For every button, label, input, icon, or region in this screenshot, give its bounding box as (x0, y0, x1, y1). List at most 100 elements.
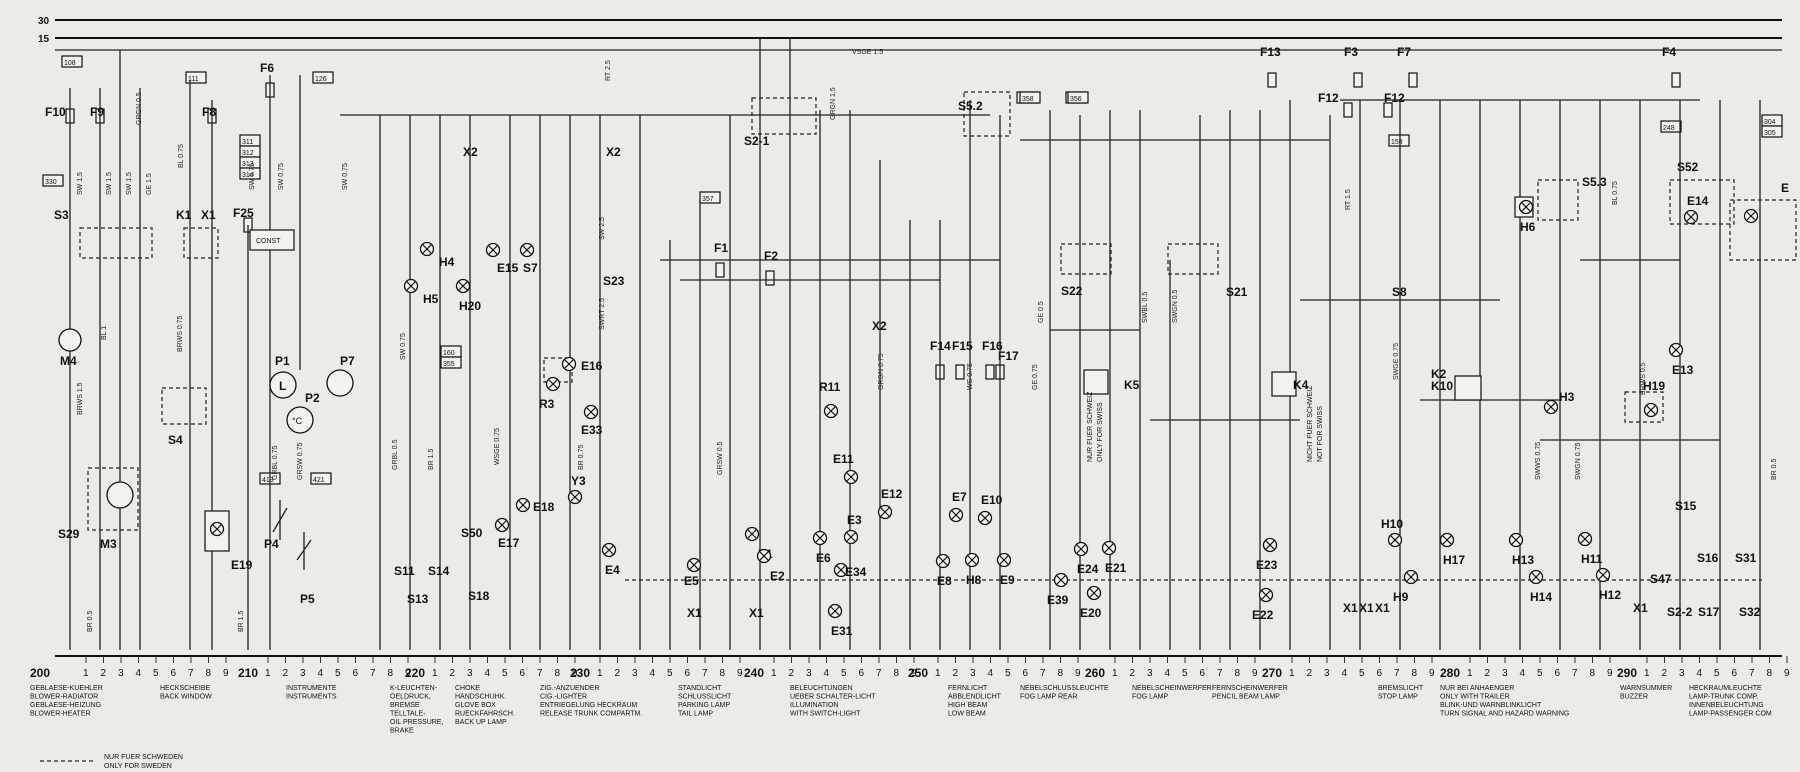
fuse-ref-box (1388, 134, 1410, 147)
fuse-label-f12: F12 (1318, 91, 1339, 105)
fuse-label-f6: F6 (260, 61, 274, 75)
fuse-ref-box (1067, 91, 1089, 104)
lamp-label-e13: E13 (1672, 363, 1694, 377)
fuse-ref-box-label: 126 (315, 76, 327, 83)
note-swiss-de: NUR FUER SCHWEIZ (1087, 391, 1094, 462)
s2-1-switch-box (751, 97, 817, 135)
bus-lines: 30 15 VSGE 1.5 (38, 16, 1782, 56)
lamp-h11 (1577, 531, 1593, 547)
fuse-ref-box-label: 311 (242, 139, 253, 146)
terminal-number: 8 (388, 668, 394, 679)
section-number-200: 200 (30, 666, 50, 680)
m4-label: M4 (60, 354, 77, 368)
fuse-label-f1: F1 (714, 241, 728, 255)
lamp-e39 (1053, 572, 1069, 588)
terminal-number: 3 (806, 668, 812, 679)
lamp-label-h14: H14 (1530, 590, 1552, 604)
caption-line: GEBLAESE-HEIZUNG (30, 702, 101, 709)
note-swiss-en: ONLY FOR SWISS (1097, 402, 1104, 462)
m4-motor-symbol (58, 328, 82, 352)
section-number-210: 210 (238, 666, 258, 680)
section-number-260: 260 (1085, 666, 1105, 680)
lamp-e10 (977, 510, 993, 526)
terminal-number: 5 (1182, 668, 1188, 679)
wire-label: BR 0.5 (1771, 458, 1778, 480)
fuse-label-f17: F17 (998, 349, 1019, 363)
caption-line: TURN SIGNAL AND HAZARD WARNING (1440, 711, 1569, 718)
terminal-number: 9 (737, 668, 743, 679)
terminal-number: 7 (1217, 668, 1223, 679)
caption-line: FERNLICHT (948, 685, 988, 692)
fuse-label-f4: F4 (1662, 45, 1676, 59)
terminal-number: 4 (318, 668, 324, 679)
k10-relay (1454, 375, 1482, 401)
k1-relay-box (183, 227, 219, 259)
terminal-number: 6 (520, 668, 526, 679)
p4-label: P4 (264, 537, 279, 551)
terminal-number: 9 (1607, 668, 1613, 679)
wire-label: BL 1 (101, 326, 108, 340)
lamp-e15 (485, 242, 501, 258)
switch-label-s15: S15 (1675, 499, 1697, 513)
lamp-e2 (756, 548, 772, 564)
terminal-number: 9 (223, 668, 229, 679)
lamp-s7 (519, 242, 535, 258)
caption-line: BACK UP LAMP (455, 719, 507, 726)
wire-label: SWWS 0.75 (1535, 442, 1542, 480)
terminal-number: 7 (1394, 668, 1400, 679)
lamp-e19 (209, 521, 225, 537)
terminal-number: 9 (1252, 668, 1258, 679)
lamp-e20 (1086, 585, 1102, 601)
wire-label: GE 0.75 (1032, 364, 1039, 390)
fuse-ref-box (310, 472, 332, 485)
terminal-number: 3 (300, 668, 306, 679)
k5-relay (1083, 369, 1109, 395)
terminal-number: 3 (467, 668, 473, 679)
fuse-label-f2: F2 (764, 249, 778, 263)
caption-line: LAMP-PASSENGER COM (1689, 711, 1772, 718)
caption-line: WITH SWITCH-LIGHT (790, 711, 861, 718)
wire-label: SW 1.5 (106, 172, 113, 195)
lamp-label-e: E (1781, 181, 1789, 195)
lamp-e34 (833, 562, 849, 578)
section-number-240: 240 (744, 666, 764, 680)
lamp-label-e24: E24 (1077, 562, 1099, 576)
wire-label: SW 1.5 (126, 172, 133, 195)
fuse-ref-box-label: 330 (45, 179, 57, 186)
notes: NUR FUER SCHWEIZ ONLY FOR SWISS NICHT FU… (40, 385, 1324, 770)
switch-label-s31: S31 (1735, 551, 1757, 565)
wire-label: RT 2.5 (605, 60, 612, 81)
bus-15-label: 15 (38, 34, 50, 45)
lamp-label-e23: E23 (1256, 558, 1278, 572)
terminal-number: 7 (188, 668, 194, 679)
lamp-label-h5: H5 (423, 292, 439, 306)
caption-line: RUECKFAHRSCH. (455, 711, 515, 718)
terminal-number: 7 (1040, 668, 1046, 679)
lamp-label-h13: H13 (1512, 553, 1534, 567)
wire-label: SWGE 0.75 (1393, 343, 1400, 380)
fuse-ref-box (1019, 91, 1041, 104)
connector-label-x2: X2 (606, 145, 621, 159)
captions: GEBLAESE-KUEHLERBLOWER-RADIATORGEBLAESE-… (30, 685, 1772, 735)
terminal-number: 6 (171, 668, 177, 679)
caption-line: LAMP-TRUNK COMP. (1689, 694, 1759, 701)
lamp-e11 (843, 469, 859, 485)
lamp-h8 (964, 552, 980, 568)
lamp-e9 (996, 552, 1012, 568)
terminal-number: 1 (265, 668, 271, 679)
lamp-e21 (1101, 540, 1117, 556)
s22-switch-box (1060, 243, 1112, 275)
caption-line: NEBELSCHEINWERFER (1132, 685, 1212, 692)
switch-label-s5-3: S5.3 (1582, 175, 1607, 189)
connector-label-x1: X1 (1359, 601, 1374, 615)
lamp-label-h3: H3 (1559, 390, 1575, 404)
switch-label-s17: S17 (1698, 605, 1720, 619)
p2-label: P2 (305, 391, 320, 405)
fuse-ref-box-label: 304 (1764, 119, 1776, 126)
fuse-ref-box (312, 71, 334, 84)
switch-label-s2-1: S2-1 (744, 134, 770, 148)
terminal-number: 5 (1005, 668, 1011, 679)
fuse-ref-box (1761, 125, 1783, 138)
